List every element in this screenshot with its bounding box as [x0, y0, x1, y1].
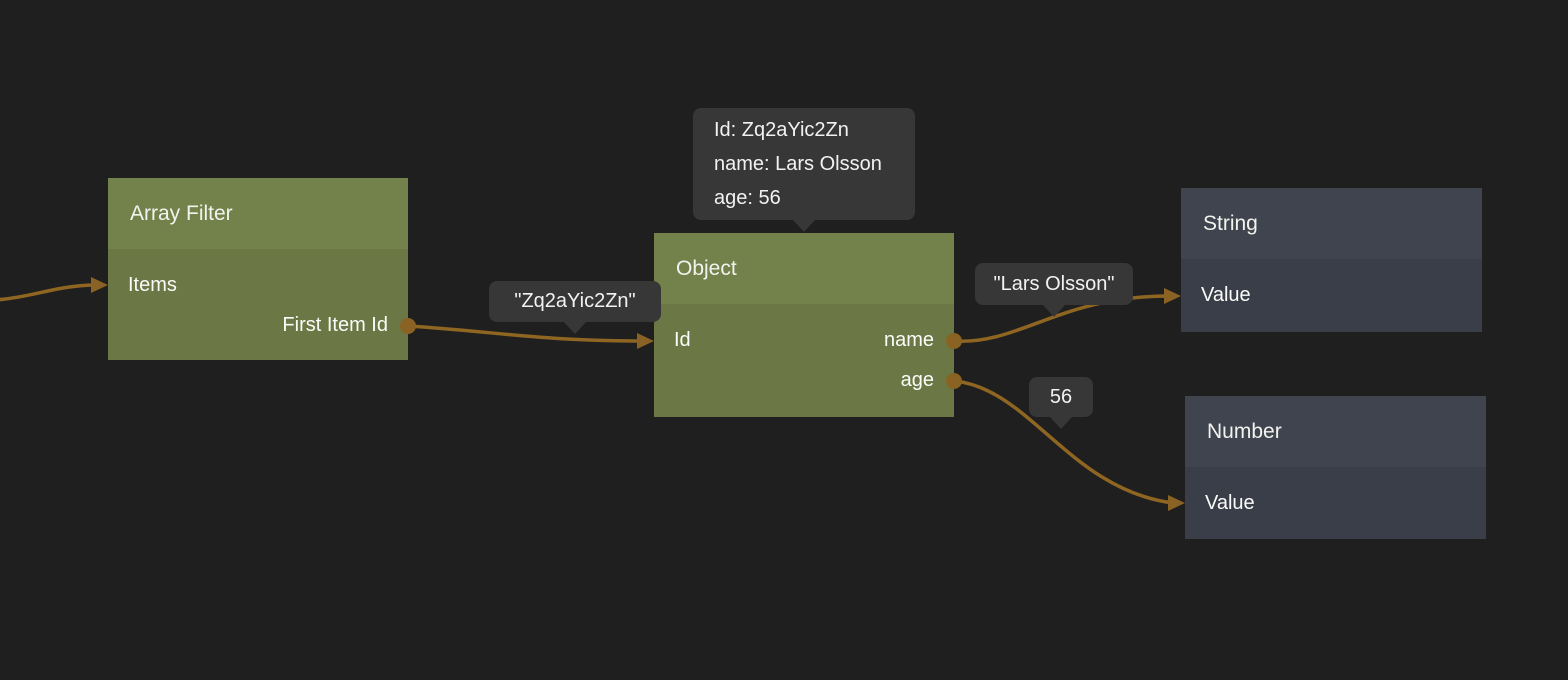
number-value-input-arrow-icon[interactable] — [1168, 495, 1185, 511]
node-array-filter-title: Array Filter — [108, 178, 408, 249]
node-array-filter[interactable]: Array Filter Items First Item Id — [108, 178, 408, 360]
port-row-number-value[interactable]: Value — [1185, 483, 1486, 523]
node-array-filter-body: Items First Item Id — [108, 249, 408, 360]
port-row-first-item-id[interactable]: First Item Id — [108, 305, 408, 345]
tooltip-line-id: Id: Zq2aYic2Zn — [714, 119, 849, 141]
node-object[interactable]: Object Id name age — [654, 233, 954, 417]
port-label-items: Items — [128, 273, 177, 296]
wire-into-items[interactable] — [0, 283, 97, 302]
wire-first-item-id-to-object-id[interactable] — [407, 324, 643, 343]
node-string[interactable]: String Value — [1181, 188, 1482, 332]
port-label-string-value: Value — [1201, 283, 1251, 306]
wire-value-label-id: "Zq2aYic2Zn" — [489, 281, 661, 322]
node-number-title: Number — [1185, 396, 1486, 467]
wire-value-label-age: 56 — [1029, 377, 1093, 417]
node-object-title: Object — [654, 233, 954, 304]
wire-value-label-name: "Lars Olsson" — [975, 263, 1133, 305]
items-input-arrow-icon[interactable] — [91, 277, 108, 293]
port-label-age: age — [900, 368, 934, 391]
string-value-input-arrow-icon[interactable] — [1164, 288, 1181, 304]
port-row-id-name[interactable]: Id name — [654, 320, 954, 360]
port-row-items[interactable]: Items — [108, 265, 408, 305]
port-row-string-value[interactable]: Value — [1181, 275, 1482, 315]
object-preview-tooltip: Id: Zq2aYic2Zn name: Lars Olsson age: 56 — [693, 108, 915, 220]
port-label-name: name — [883, 328, 934, 351]
port-label-id: Id — [674, 328, 691, 351]
tooltip-line-age: age: 56 — [714, 187, 781, 209]
node-number-body: Value — [1185, 467, 1486, 539]
port-label-number-value: Value — [1205, 491, 1255, 514]
port-label-first-item-id: First Item Id — [282, 313, 388, 336]
port-row-age[interactable]: age — [654, 360, 954, 400]
node-number[interactable]: Number Value — [1185, 396, 1486, 539]
node-string-body: Value — [1181, 259, 1482, 332]
id-input-arrow-icon[interactable] — [637, 333, 654, 349]
tooltip-line-name: name: Lars Olsson — [714, 153, 882, 175]
node-object-body: Id name age — [654, 304, 954, 417]
node-string-title: String — [1181, 188, 1482, 259]
